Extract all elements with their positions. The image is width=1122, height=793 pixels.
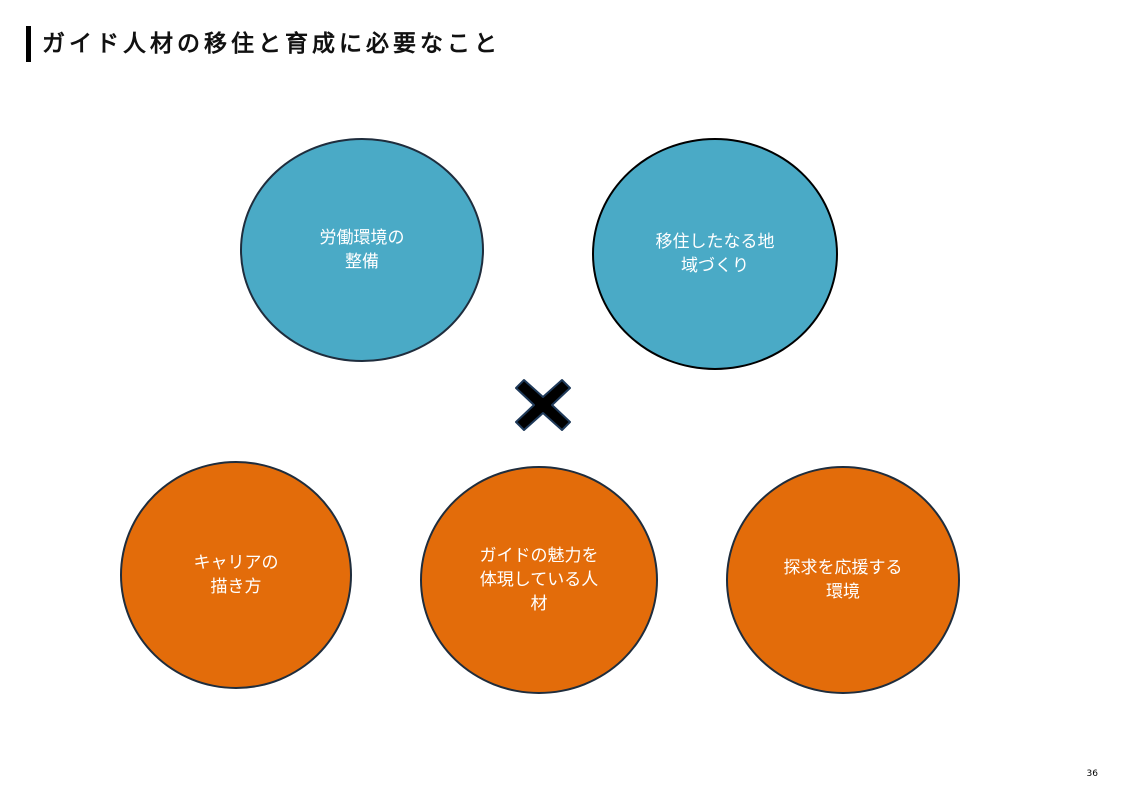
page-number: 36 bbox=[1086, 769, 1098, 779]
title-accent-bar bbox=[26, 26, 31, 62]
circle-label: 移住したなる地 域づくり bbox=[655, 232, 775, 276]
circle-exploration-support: 探求を応援する 環境 bbox=[726, 466, 960, 694]
circle-label: キャリアの 描き方 bbox=[193, 553, 279, 597]
circle-guide-appeal: ガイドの魅力を 体現している人 材 bbox=[420, 466, 658, 694]
multiply-icon bbox=[515, 379, 571, 431]
circle-migration-community: 移住したなる地 域づくり bbox=[592, 138, 838, 370]
circle-label: 労働環境の 整備 bbox=[319, 228, 405, 272]
slide-title: ガイド人材の移住と育成に必要なこと bbox=[42, 31, 501, 57]
circle-label: 探求を応援する 環境 bbox=[783, 558, 903, 602]
circle-work-environment: 労働環境の 整備 bbox=[240, 138, 484, 362]
circle-label: ガイドの魅力を 体現している人 材 bbox=[479, 546, 599, 614]
circle-career-path: キャリアの 描き方 bbox=[120, 461, 352, 689]
